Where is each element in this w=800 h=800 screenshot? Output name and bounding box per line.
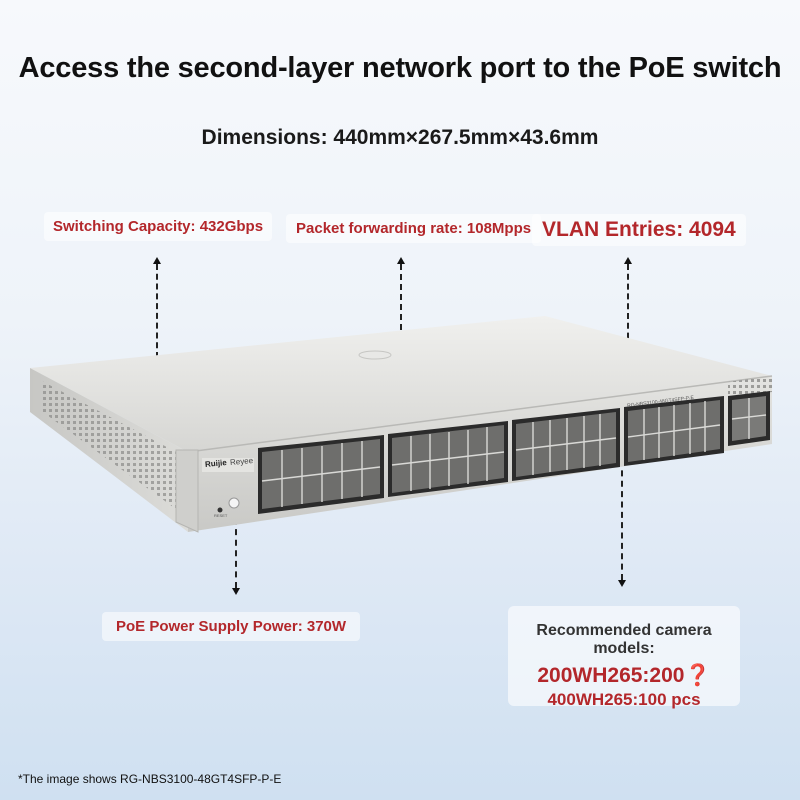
callout-line-3 bbox=[627, 264, 629, 368]
network-switch-image bbox=[30, 316, 773, 533]
side-vent bbox=[40, 380, 180, 512]
callout-line-1 bbox=[156, 264, 158, 358]
callout-arrow-down-5 bbox=[618, 580, 626, 587]
vlan-entries-label: VLAN Entries: 4094 bbox=[532, 214, 746, 246]
brand-logo: Ruijie bbox=[204, 458, 228, 469]
dimensions-text: Dimensions: 440mm×267.5mm×43.6mm bbox=[201, 126, 599, 149]
page-title: Access the second-layer network port to … bbox=[18, 52, 782, 84]
callout-arrow-up-2 bbox=[397, 257, 405, 264]
reset-label: RESET bbox=[214, 513, 228, 518]
camera-recommendation-box: Recommended camera models: 200WH265:200❓… bbox=[508, 606, 740, 709]
camera-line-1: 200WH265:200❓ bbox=[537, 664, 711, 687]
callout-line-2 bbox=[400, 264, 402, 360]
camera-title: Recommended camera models: bbox=[536, 622, 712, 657]
callout-line-5 bbox=[621, 460, 623, 580]
switch-top-panel bbox=[30, 316, 772, 452]
poe-power-label: PoE Power Supply Power: 370W bbox=[102, 612, 361, 641]
packet-forwarding-label: Packet forwarding rate: 108Mpps bbox=[286, 214, 542, 243]
callout-arrow-up-1 bbox=[153, 257, 161, 264]
callout-arrow-up-3 bbox=[624, 257, 632, 264]
switching-capacity-label: Switching Capacity: 432Gbps bbox=[44, 212, 273, 241]
camera-line-2: 400WH265:100 pcs bbox=[547, 690, 701, 709]
callout-line-4 bbox=[235, 508, 237, 588]
callout-arrow-down-4 bbox=[232, 588, 240, 595]
footnote: *The image shows RG-NBS3100-48GT4SFP-P-E bbox=[18, 772, 282, 786]
